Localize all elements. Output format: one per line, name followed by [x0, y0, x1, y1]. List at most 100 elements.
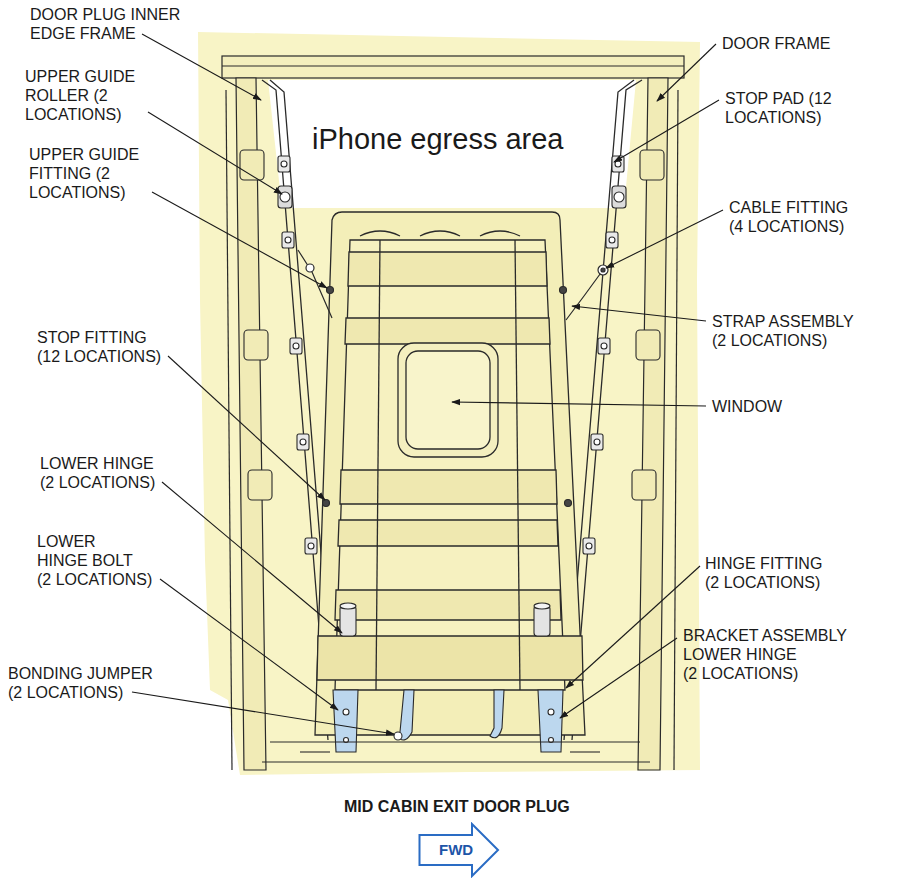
wrap-spacer	[808, 645, 858, 664]
leader-lines	[160, 579, 338, 710]
stop-fittings	[281, 161, 287, 167]
leader-lines	[148, 112, 282, 194]
leader-lines	[560, 638, 677, 718]
plug-inner-edge-frame	[262, 80, 642, 740]
door-sill	[270, 741, 640, 742]
part-label: CABLE FITTING (4 LOCATIONS)	[729, 198, 854, 236]
leader-lines	[142, 34, 261, 100]
stop-fittings	[560, 287, 567, 294]
stop-fittings	[285, 237, 291, 243]
door-frame	[674, 90, 678, 770]
stop-pads	[632, 470, 656, 500]
door-frame	[222, 65, 684, 66]
door-plug	[338, 520, 558, 546]
stop-fittings	[606, 232, 618, 248]
stop-fittings	[290, 338, 302, 354]
door-frame	[226, 90, 232, 770]
straps-and-cable-fittings	[306, 264, 314, 272]
door-frame	[638, 78, 668, 770]
door-plug	[315, 212, 585, 735]
upper-guide-rollers	[614, 192, 624, 202]
leader-lines	[657, 44, 716, 101]
leader-lines	[614, 100, 719, 162]
lower-hinge-brackets	[333, 690, 358, 752]
part-label: UPPER GUIDE ROLLER (2 LOCATIONS)	[25, 67, 165, 124]
door-plug	[340, 470, 557, 504]
upper-guide-rollers	[278, 186, 292, 208]
lower-hinge-brackets	[333, 690, 563, 752]
stop-pads	[640, 150, 664, 180]
door-plug	[315, 212, 585, 735]
part-label: STOP PAD (12 LOCATIONS)	[725, 89, 859, 127]
hinge-fittings	[534, 603, 550, 609]
part-label: STRAP ASSEMBLY (2 LOCATIONS)	[712, 312, 862, 350]
door-plug	[317, 636, 583, 680]
part-label: LOWER HINGE (2 LOCATIONS)	[40, 454, 165, 492]
background-ground	[198, 32, 700, 775]
leader-lines	[132, 34, 723, 734]
door-plug	[335, 590, 561, 620]
stop-pads	[636, 330, 660, 360]
part-label: LOWER HINGE BOLT (2 LOCATIONS)	[37, 532, 157, 589]
straps-and-cable-fittings	[298, 250, 608, 320]
leader-lines	[572, 306, 706, 321]
stop-fittings	[305, 538, 317, 554]
part-label: DOOR FRAME	[722, 34, 862, 53]
stop-fittings	[278, 156, 624, 554]
window	[398, 343, 498, 457]
stop-fittings	[594, 439, 600, 445]
door-opening	[268, 80, 636, 208]
part-label: WINDOW	[712, 397, 832, 416]
stop-fittings	[300, 439, 306, 445]
straps-and-cable-fittings	[598, 265, 608, 275]
door-plug	[335, 240, 565, 690]
straps-and-cable-fittings	[566, 270, 603, 320]
part-label: DOOR PLUG INNER EDGE FRAME	[30, 5, 190, 43]
hinge-fittings	[340, 603, 356, 609]
hinge-fittings	[534, 606, 550, 636]
leader-lines	[162, 482, 342, 633]
door-opening	[268, 80, 636, 208]
bonding-jumpers	[394, 732, 402, 740]
stop-fittings	[278, 156, 290, 172]
stop-fittings	[583, 538, 595, 554]
leader-lines	[152, 192, 327, 288]
upper-guide-rollers	[612, 186, 626, 208]
stop-fittings	[609, 237, 615, 243]
stop-fittings	[297, 434, 309, 450]
background-ground	[198, 32, 700, 775]
stop-fittings	[612, 156, 624, 172]
door-plug	[376, 240, 380, 690]
stop-pads	[248, 470, 272, 500]
leader-lines	[132, 692, 394, 734]
wrap-spacer	[847, 89, 859, 108]
stop-fittings	[308, 543, 314, 549]
straps-and-cable-fittings	[298, 250, 332, 318]
direction-arrow: FWD	[418, 822, 500, 878]
door-plug	[348, 252, 547, 286]
door-plug	[515, 240, 520, 690]
arrow-outline	[420, 824, 499, 876]
leader-lines	[566, 566, 700, 688]
part-label: STOP FITTING (12 LOCATIONS)	[37, 328, 169, 366]
stop-fittings	[591, 434, 603, 450]
door-sill	[300, 751, 330, 752]
stop-fittings	[282, 232, 294, 248]
wrap-spacer	[147, 551, 157, 570]
area-label: iPhone egress area	[312, 122, 564, 157]
door-plug	[360, 231, 520, 236]
door-sill	[262, 761, 650, 762]
arrow-label: FWD	[439, 841, 473, 859]
part-label: BONDING JUMPER (2 LOCATIONS)	[8, 664, 158, 702]
lower-hinge-brackets	[538, 690, 563, 752]
leader-lines	[606, 210, 723, 268]
stop-fittings	[293, 343, 299, 349]
hinge-fittings	[340, 606, 356, 636]
stop-pads	[244, 330, 268, 360]
door-sill	[570, 751, 600, 752]
part-label: BRACKET ASSEMBLY LOWER HINGE (2 LOCATION…	[683, 626, 858, 683]
stop-fittings	[565, 500, 572, 507]
hinge-fittings	[340, 603, 550, 636]
stop-fittings	[327, 287, 334, 294]
